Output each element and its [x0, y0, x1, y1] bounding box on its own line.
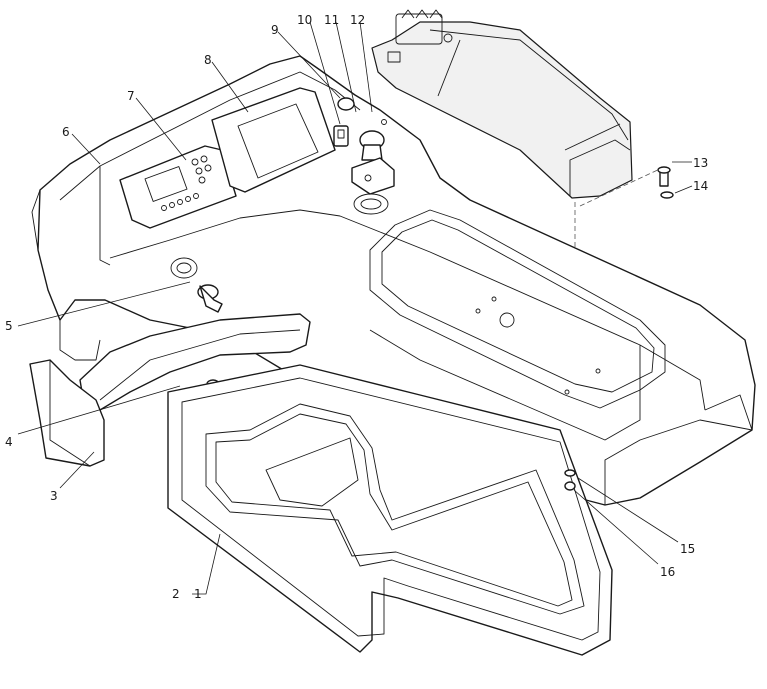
- callout-labels: 1 2 3 4 5 6 7 8 9 10 11 12 13 14 15 16: [5, 13, 708, 601]
- callout-7: 7: [127, 89, 135, 103]
- callout-9: 9: [271, 23, 279, 37]
- fasteners: [564, 166, 674, 491]
- callout-16: 16: [660, 565, 675, 579]
- cover-bracket: [79, 313, 311, 411]
- callout-14: 14: [693, 179, 708, 193]
- fitting-5: [197, 284, 223, 313]
- callout-13: 13: [693, 156, 708, 170]
- callout-12: 12: [350, 13, 365, 27]
- armrest-control-box: [371, 9, 633, 199]
- callout-11: 11: [324, 13, 339, 27]
- control-unit: [119, 145, 237, 229]
- floor-mat: [167, 364, 613, 656]
- callout-2: 2: [172, 587, 180, 601]
- switch-group: [333, 97, 395, 195]
- callout-10: 10: [297, 13, 312, 27]
- display-panel: [211, 87, 336, 193]
- leader-lines: [17, 21, 693, 595]
- callout-6: 6: [62, 125, 70, 139]
- callout-1: 1: [194, 587, 202, 601]
- callout-5: 5: [5, 319, 13, 333]
- callout-4: 4: [5, 435, 13, 449]
- callout-15: 15: [680, 542, 695, 556]
- callout-8: 8: [204, 53, 212, 67]
- side-panel: [29, 359, 105, 467]
- callout-3: 3: [50, 489, 58, 503]
